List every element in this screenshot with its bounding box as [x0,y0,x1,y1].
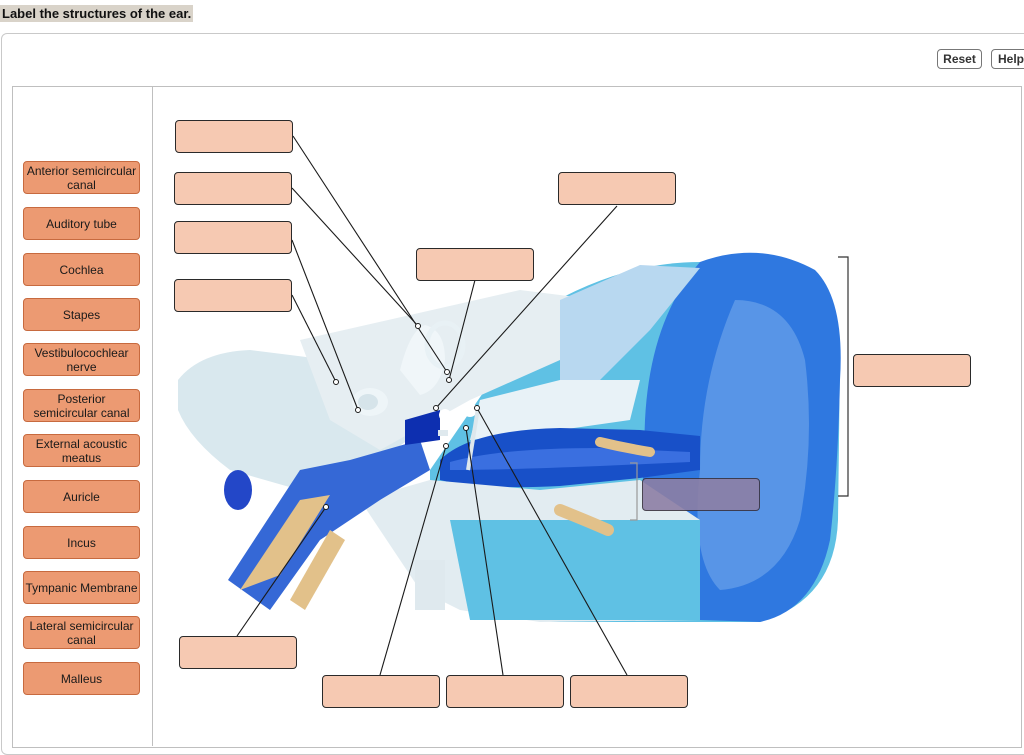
label-chip[interactable]: Auricle [23,480,140,513]
label-chip[interactable]: Anterior semicircular canal [23,161,140,194]
label-chip[interactable]: Auditory tube [23,207,140,240]
instruction-text: Label the structures of the ear. [0,5,194,22]
label-chip[interactable]: Posterior semicircular canal [23,389,140,422]
drop-target[interactable] [174,172,292,205]
drop-target[interactable] [179,636,297,669]
drop-target[interactable] [174,279,292,312]
help-button[interactable]: Help [991,49,1024,69]
drop-target[interactable] [322,675,440,708]
drop-target[interactable] [570,675,688,708]
drop-target[interactable] [175,120,293,153]
label-chip[interactable]: Tympanic Membrane [23,571,140,604]
label-chip[interactable]: Incus [23,526,140,559]
label-chip[interactable]: External acoustic meatus [23,434,140,467]
drop-target[interactable] [174,221,292,254]
drop-target[interactable] [558,172,676,205]
ear-illustration [178,135,849,676]
reset-button[interactable]: Reset [937,49,982,69]
label-chip[interactable]: Stapes [23,298,140,331]
drop-target[interactable] [853,354,971,387]
label-chip[interactable]: Malleus [23,662,140,695]
drop-target[interactable] [416,248,534,281]
label-bank: Anterior semicircular canal Auditory tub… [12,86,153,746]
drop-target[interactable] [642,478,760,511]
label-chip[interactable]: Cochlea [23,253,140,286]
label-chip[interactable]: Lateral semicircular canal [23,616,140,649]
drop-target[interactable] [446,675,564,708]
label-chip[interactable]: Vestibulocochlear nerve [23,343,140,376]
